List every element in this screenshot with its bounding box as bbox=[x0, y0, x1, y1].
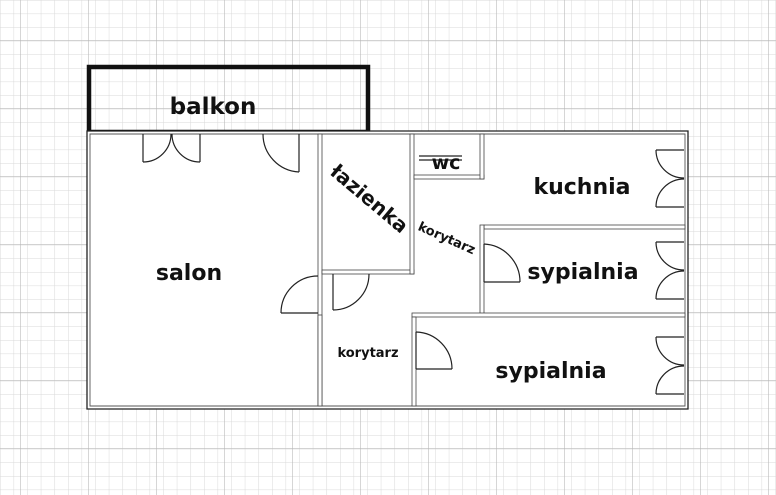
room-label-hallway-lower: korytarz bbox=[337, 346, 398, 361]
door-icon bbox=[419, 155, 462, 161]
interior-walls bbox=[317, 133, 686, 407]
door-icon bbox=[483, 243, 521, 283]
wardrobe-icon bbox=[655, 336, 685, 395]
wardrobe-icon bbox=[655, 149, 685, 208]
wardrobe-icon bbox=[655, 241, 685, 300]
room-label-kitchen: kuchnia bbox=[533, 175, 630, 200]
room-label-wc: wc bbox=[432, 152, 461, 174]
room-label-living: salon bbox=[156, 261, 222, 286]
room-label-bedroom-1: sypialnia bbox=[527, 260, 638, 285]
door-icon bbox=[280, 275, 319, 314]
door-icon bbox=[262, 133, 300, 173]
door-icon bbox=[332, 273, 370, 311]
door-icon bbox=[415, 331, 453, 370]
room-label-bedroom-2: sypialnia bbox=[495, 359, 606, 384]
double-door-icon bbox=[142, 133, 201, 163]
room-label-balcony: balkon bbox=[170, 94, 257, 120]
